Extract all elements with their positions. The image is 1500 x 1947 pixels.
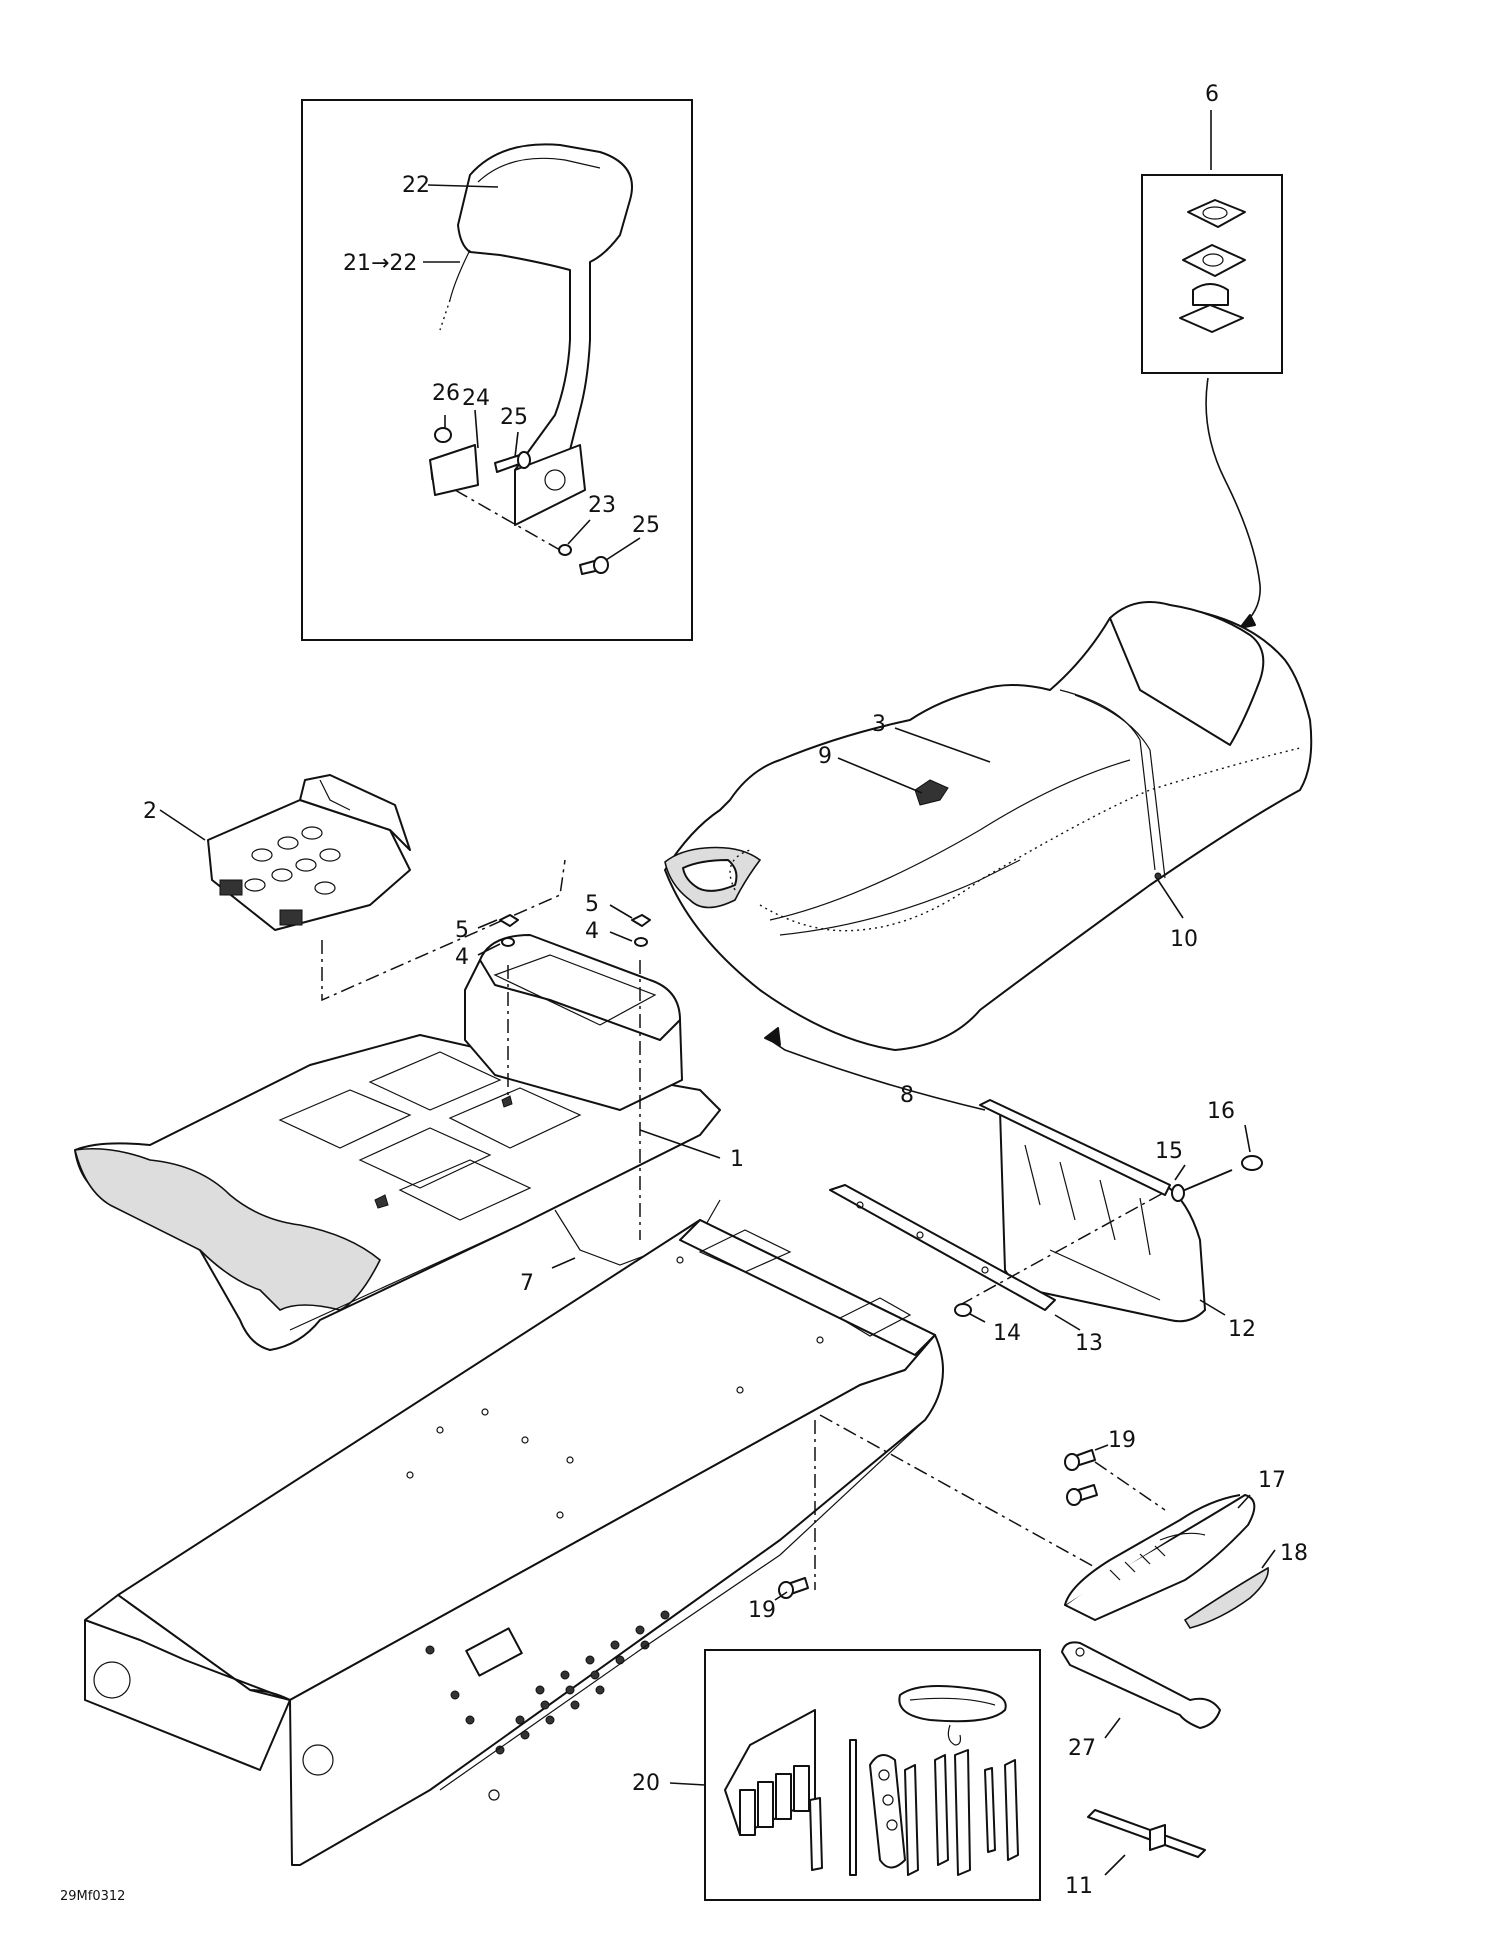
callout-13: 13 (1075, 1331, 1103, 1356)
callout-12: 12 (1228, 1317, 1256, 1342)
tray-2: 2 (143, 774, 566, 1002)
callout-21-22: 21→22 (343, 251, 417, 276)
callout-27: 27 (1068, 1736, 1096, 1761)
drawing-code: 29Mf0312 (60, 1889, 125, 1904)
seat-3: 3 9 10 8 (664, 601, 1313, 1111)
storage-base-1: 5 4 5 4 1 7 (74, 892, 744, 1351)
foot-cover-17: 17 18 19 19 (748, 1428, 1308, 1629)
callout-19-left: 19 (748, 1598, 776, 1623)
callout-16: 16 (1207, 1099, 1235, 1124)
callout-5-left: 5 (455, 918, 469, 943)
callout-20: 20 (632, 1771, 660, 1796)
backrest-inset: 22 21→22 26 24 25 23 25 (301, 99, 693, 641)
callout-11: 11 (1065, 1874, 1093, 1899)
footrest-holes (425, 1610, 670, 1755)
callout-6: 6 (1205, 82, 1219, 107)
callout-18: 18 (1280, 1541, 1308, 1566)
tool-11: 11 (1065, 1809, 1206, 1899)
callout-5-right: 5 (585, 892, 599, 917)
tool-kit-20: 20 (632, 1649, 1041, 1901)
callout-25-lower: 25 (632, 513, 660, 538)
wrench-27: 27 (1061, 1641, 1221, 1761)
tunnel (84, 1219, 1101, 1866)
callout-7: 7 (520, 1271, 534, 1296)
callout-3: 3 (872, 712, 886, 737)
callout-14: 14 (993, 1321, 1021, 1346)
callout-22: 22 (402, 173, 430, 198)
kit-6: 6 (1141, 82, 1283, 629)
callout-26: 26 (432, 381, 460, 406)
callout-23: 23 (588, 493, 616, 518)
callout-10: 10 (1170, 927, 1198, 952)
callout-4-right: 4 (585, 919, 599, 944)
callout-19-right: 19 (1108, 1428, 1136, 1453)
callout-25-upper: 25 (500, 405, 528, 430)
callout-15: 15 (1155, 1139, 1183, 1164)
callout-9: 9 (818, 744, 832, 769)
callout-2: 2 (143, 799, 157, 824)
snowflap-12: 12 15 16 14 13 (829, 1099, 1263, 1356)
callout-4-left: 4 (455, 945, 469, 970)
callout-17: 17 (1258, 1468, 1286, 1493)
callout-8: 8 (900, 1083, 914, 1108)
callout-24: 24 (462, 386, 490, 411)
callout-1: 1 (730, 1147, 744, 1172)
